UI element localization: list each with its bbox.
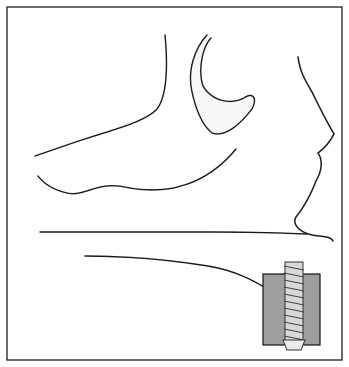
screw-head: [283, 340, 305, 350]
face-profile-outline: [295, 57, 334, 241]
lower-soft-tissue-outline: [38, 149, 236, 194]
tooth-outline: [190, 35, 254, 134]
occlusal-reference-line: [40, 232, 307, 234]
mandibular-base-curve: [85, 256, 274, 294]
upper-jaw-outline: [35, 35, 166, 156]
